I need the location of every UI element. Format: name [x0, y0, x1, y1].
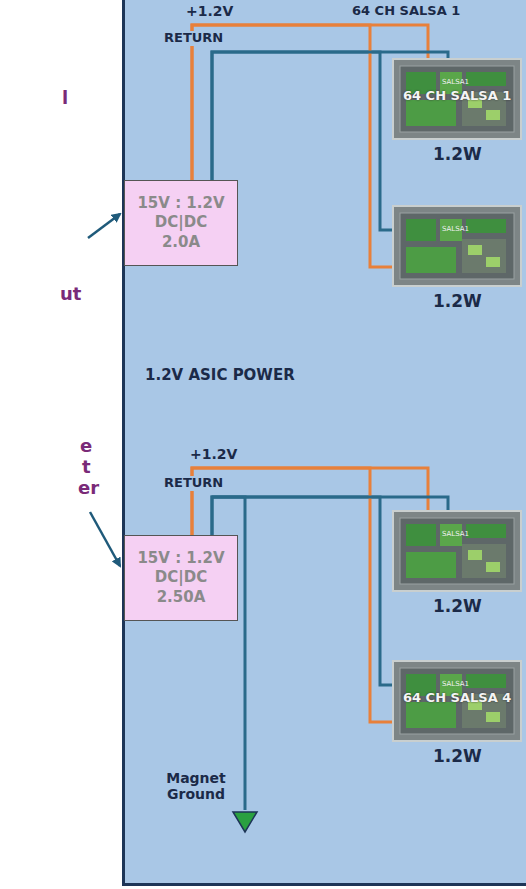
dc-dc-converter: 15V : 1.2VDC|DC2.50A	[124, 535, 238, 621]
converter-text: 15V : 1.2V	[137, 194, 224, 214]
wire-label: +1.2V	[186, 3, 233, 19]
chip-die	[392, 205, 522, 287]
converter-text: DC|DC	[155, 568, 207, 588]
die-marking: SALSA1	[442, 78, 469, 86]
cut-off-text: ut	[60, 284, 81, 304]
converter-text: 15V : 1.2V	[137, 549, 224, 569]
asic-chip: SALSA1 64 CH SALSA 1 1.2W	[392, 58, 522, 170]
power-label: 1.2W	[433, 596, 482, 616]
leader-arrow	[88, 214, 120, 238]
asic-chip: SALSA1 1.2W	[392, 205, 522, 317]
die-marking: SALSA1	[442, 530, 469, 538]
power-label: 1.2W	[433, 746, 482, 766]
die-marking: SALSA1	[442, 225, 469, 233]
wire-label: 64 CH SALSA 1	[352, 4, 460, 19]
cut-off-text: l	[62, 88, 68, 108]
wire-label: Magnet Ground	[158, 770, 234, 802]
die-marking: SALSA1	[442, 680, 469, 688]
cut-off-text: er	[78, 478, 99, 498]
wire-label: RETURN	[162, 476, 225, 491]
chip-name: 64 CH SALSA 1	[403, 88, 511, 103]
converter-text: DC|DC	[155, 213, 207, 233]
power-label: 1.2W	[433, 291, 482, 311]
chip-die	[392, 510, 522, 592]
power-label: 1.2W	[433, 144, 482, 164]
cut-off-text: e	[80, 436, 92, 456]
converter-text: 2.50A	[157, 588, 206, 608]
ground-symbol	[233, 812, 257, 832]
wire-label: 1.2V ASIC POWER	[145, 367, 295, 384]
chip-name: 64 CH SALSA 4	[403, 690, 511, 705]
wire-label: RETURN	[162, 31, 225, 46]
wire-label: +1.2V	[190, 446, 237, 462]
asic-chip: SALSA1 64 CH SALSA 4 1.2W	[392, 660, 522, 772]
dc-dc-converter: 15V : 1.2VDC|DC2.0A	[124, 180, 238, 266]
leader-arrow	[90, 512, 120, 566]
cut-off-text: t	[82, 457, 91, 477]
converter-text: 2.0A	[162, 233, 200, 253]
power-wire	[212, 52, 392, 230]
asic-chip: SALSA1 1.2W	[392, 510, 522, 622]
power-wire	[212, 497, 392, 685]
